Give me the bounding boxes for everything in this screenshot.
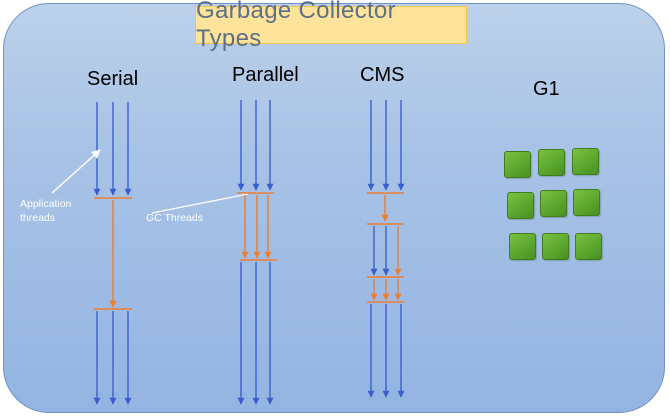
application-threads-pointer: [51, 149, 101, 194]
gc-threads-pointer: [151, 193, 249, 214]
g1-region: [572, 148, 599, 175]
title-box: Garbage Collector Types: [195, 0, 467, 52]
label-g1: G1: [533, 78, 560, 100]
cms-column: [367, 100, 405, 398]
g1-region: [575, 233, 602, 260]
label-parallel: Parallel: [232, 64, 299, 86]
g1-region: [509, 233, 536, 260]
g1-region: [573, 189, 600, 216]
g1-region: [540, 190, 567, 217]
application-threads-label: Application threads: [20, 198, 72, 224]
serial-column: [93, 102, 132, 405]
gc-threads-label: GC Threads: [146, 212, 203, 224]
g1-region: [504, 151, 531, 178]
diagram-title: Garbage Collector Types: [196, 0, 396, 52]
label-serial: Serial: [87, 68, 139, 90]
g1-region: [538, 149, 565, 176]
parallel-column: [237, 100, 277, 405]
label-cms: CMS: [360, 64, 405, 86]
g1-region: [542, 233, 569, 260]
g1-region: [507, 192, 534, 219]
